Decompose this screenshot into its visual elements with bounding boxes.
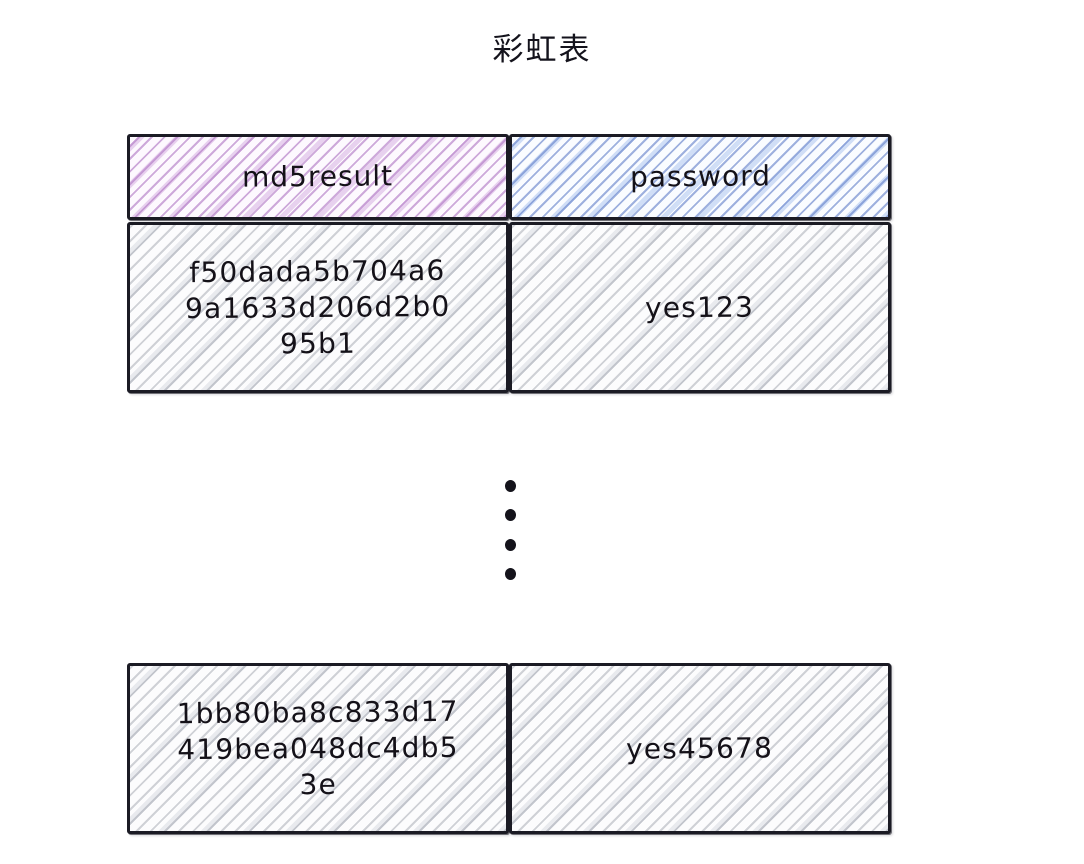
table-row-2-md5result-cell: 1bb80ba8c833d17 419bea048dc4db5 3e	[127, 663, 509, 834]
vertical-ellipsis-icon	[495, 480, 525, 580]
table-row-1-password-cell: yes123	[509, 222, 891, 393]
page-title: 彩虹表	[492, 32, 592, 68]
column-header-password-label: password	[629, 159, 771, 194]
column-header-md5result: md5result	[127, 134, 509, 220]
column-header-password: password	[509, 134, 891, 220]
ellipsis-dot	[504, 567, 516, 580]
table-row-2-md5result-value: 1bb80ba8c833d17 419bea048dc4db5 3e	[176, 694, 459, 801]
ellipsis-dot	[504, 538, 516, 551]
table-row-1-md5result-cell: f50dada5b704a6 9a1633d206d2b0 95b1	[127, 222, 509, 393]
ellipsis-dot	[504, 480, 516, 492]
ellipsis-dot	[504, 509, 516, 522]
table-row-1-password-value: yes123	[645, 290, 755, 325]
table-row-1-md5result-value: f50dada5b704a6 9a1633d206d2b0 95b1	[185, 253, 451, 360]
table-row-2-password-value: yes45678	[626, 730, 774, 766]
column-header-md5result-label: md5result	[242, 159, 394, 194]
table-row-2-password-cell: yes45678	[509, 663, 891, 834]
